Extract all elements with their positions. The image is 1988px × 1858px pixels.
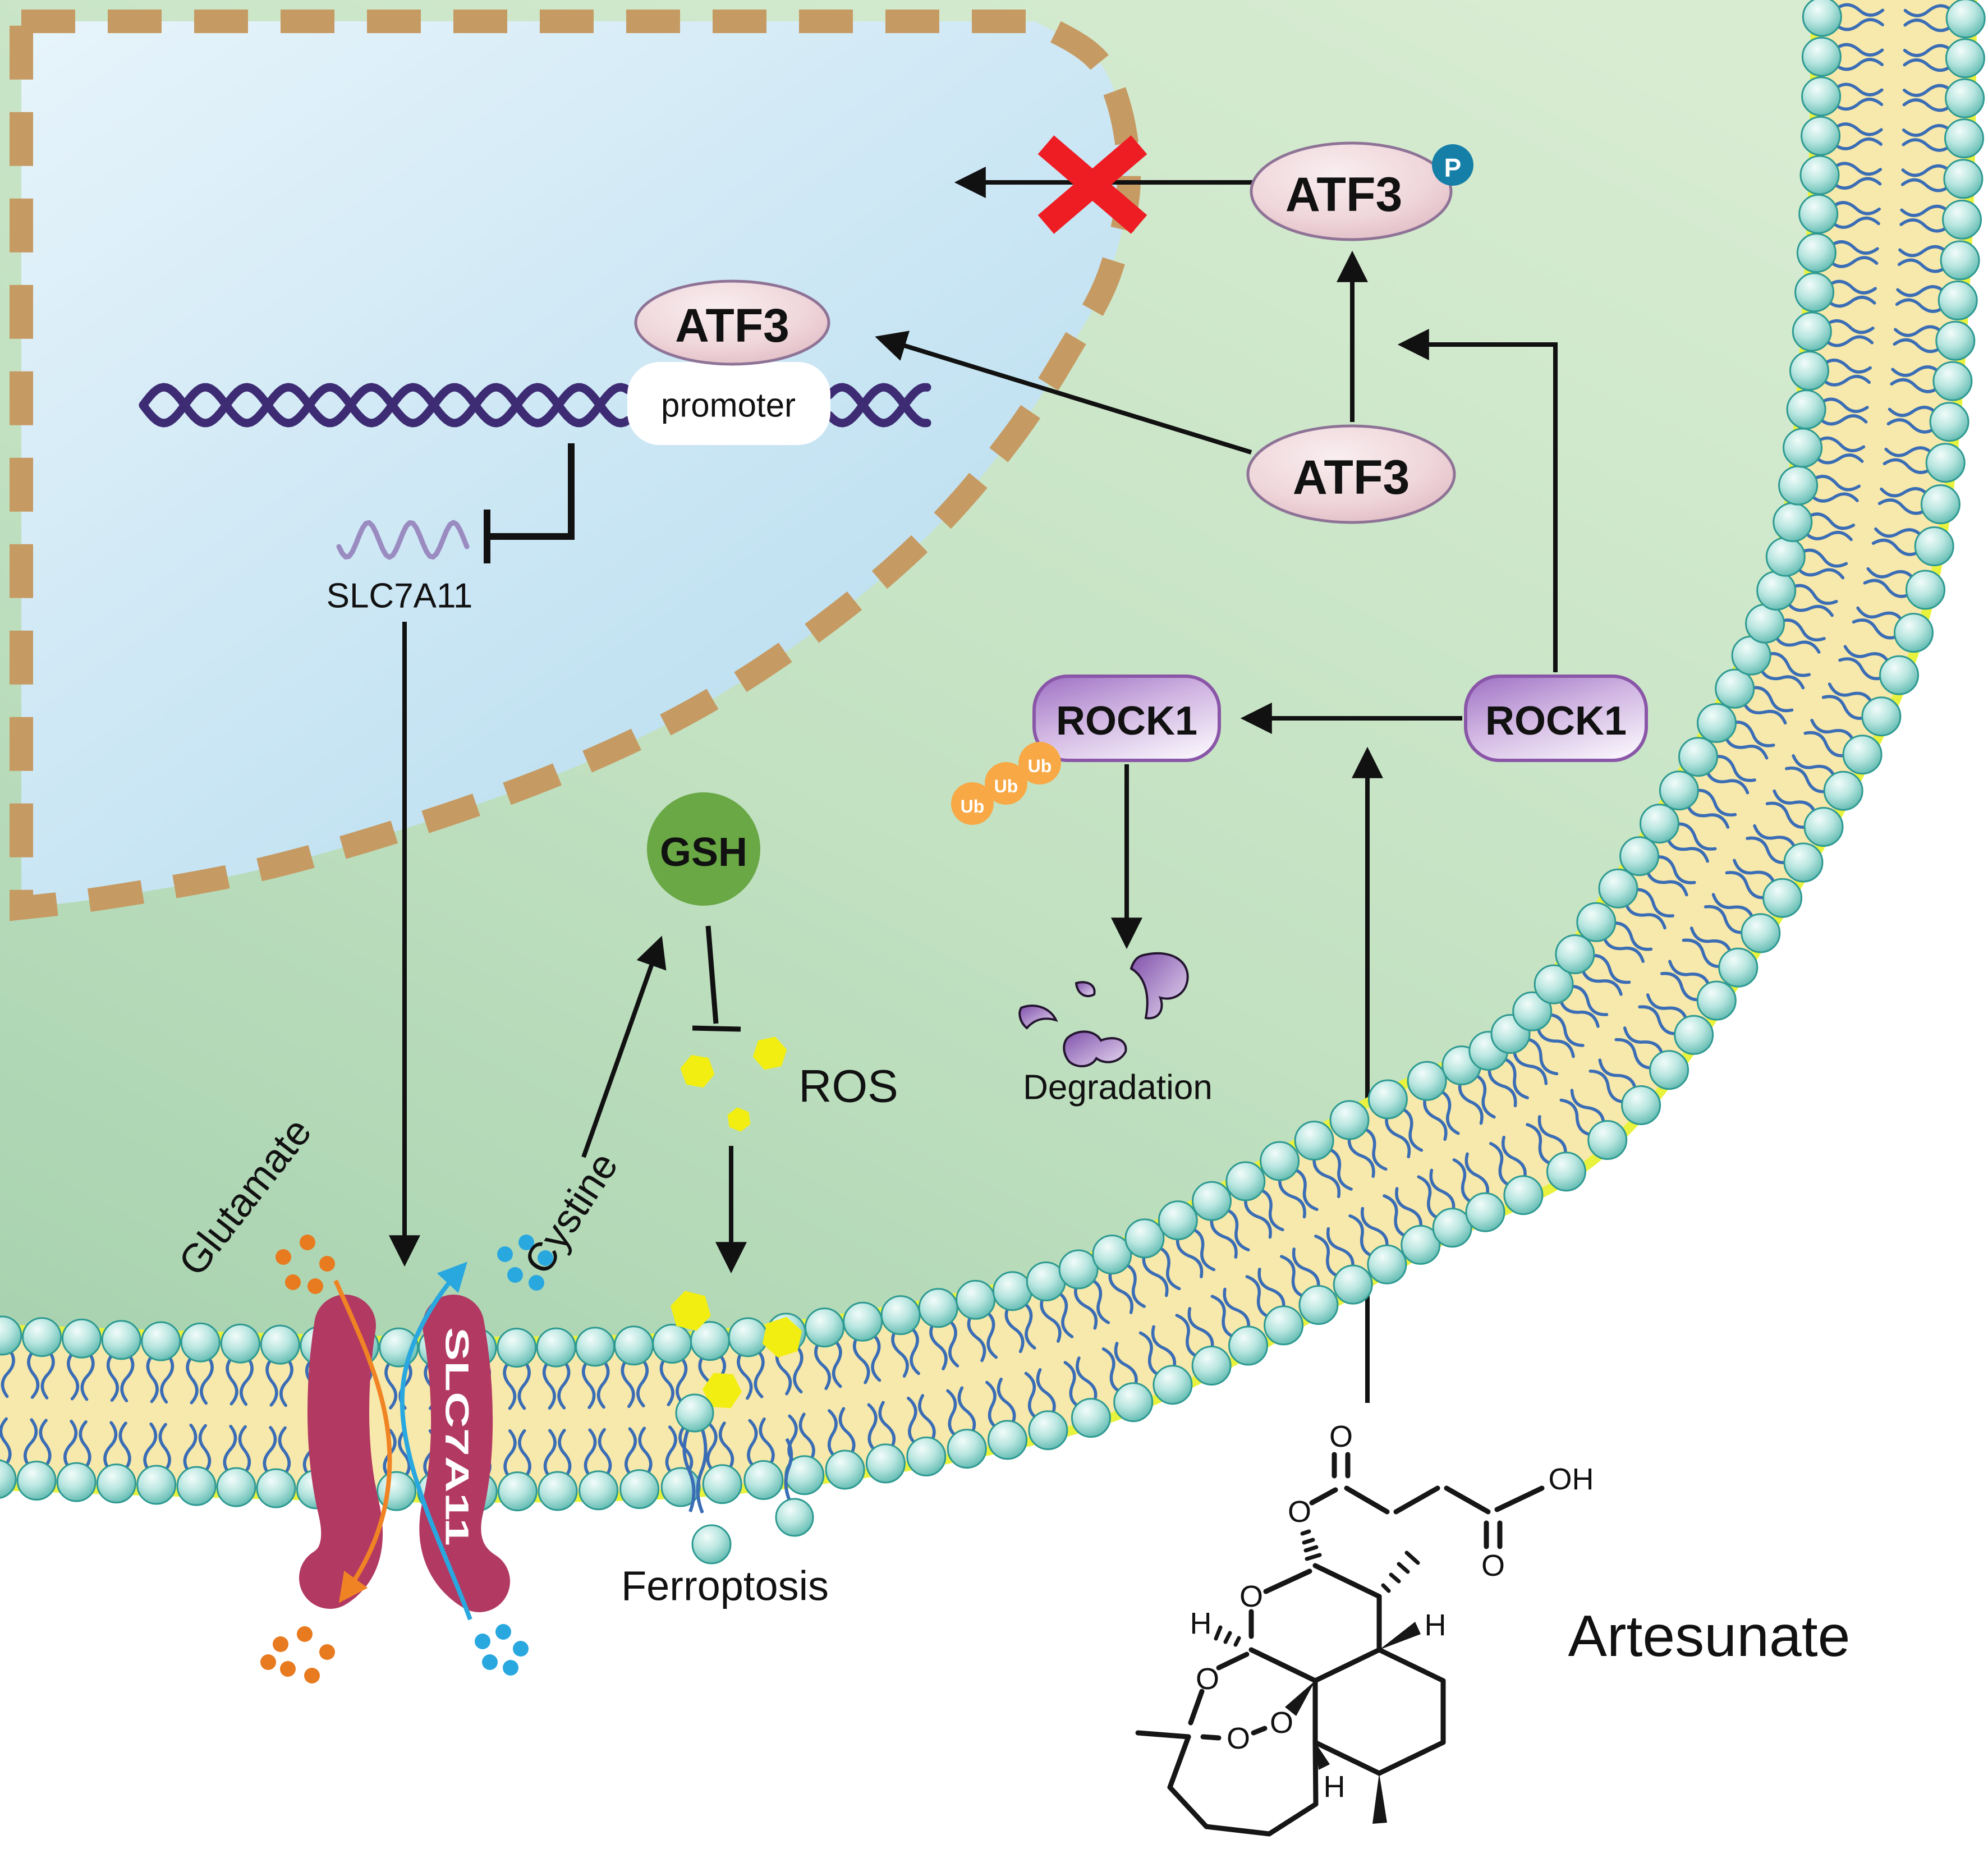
arrow-atf3-to-promoter <box>875 331 1252 455</box>
svg-text:Ub: Ub <box>994 776 1018 796</box>
atf3-cytoplasm-oval <box>1246 424 1456 524</box>
atom-label: O <box>1270 1706 1293 1740</box>
cystine-import-arrow <box>400 1261 472 1621</box>
promoter-box <box>627 362 830 445</box>
gsh-circle <box>647 792 760 906</box>
atf3-cytoplasm-label: ATF3 <box>1293 451 1410 504</box>
atom-label: H <box>1190 1607 1212 1640</box>
phospho-badge <box>1432 144 1473 186</box>
slc7a11-transporter: SLC7A11 <box>299 1295 510 1612</box>
glutamate-molecules <box>260 1235 335 1683</box>
ubiquitin-chain: Ub Ub Ub <box>951 742 1061 825</box>
degradation-label: Degradation <box>1023 1068 1213 1107</box>
detached-lipids <box>675 1393 814 1565</box>
arrow-rock1-phosphorylates-atf3 <box>1397 329 1558 672</box>
cystine-molecules <box>475 1235 553 1676</box>
slc7a11-mrna-wave <box>336 520 470 560</box>
atom-label: OH <box>1549 1462 1594 1496</box>
rock1-membrane-label: ROCK1 <box>1485 699 1627 744</box>
atf3-phospho-label: ATF3 <box>1285 168 1403 222</box>
promoter-label: promoter <box>661 387 796 424</box>
phospho-badge-label: P <box>1444 153 1462 182</box>
blocked-cross-icon <box>1037 135 1147 234</box>
arrow-cystine-to-gsh <box>581 935 667 1158</box>
rock1-ubiquitinated-box <box>1032 675 1221 762</box>
atom-label: O <box>1481 1549 1505 1582</box>
atom-label: O <box>1329 1420 1353 1453</box>
rock1-ubiquitinated-label: ROCK1 <box>1056 699 1197 744</box>
atf3-on-promoter-label: ATF3 <box>675 299 789 352</box>
glutamate-export-arrow <box>333 1279 392 1603</box>
svg-text:Ub: Ub <box>961 796 985 816</box>
atom-label: H <box>1425 1608 1447 1642</box>
atom-label: H <box>1324 1770 1346 1804</box>
gsh-inhibits-ros-tbar <box>692 925 741 1032</box>
atf3-on-promoter-oval <box>634 279 830 366</box>
glutamate-cystine-exchange <box>260 1235 553 1683</box>
rock1-membrane-box <box>1464 675 1648 762</box>
degradation-fragments <box>1018 952 1189 1068</box>
transcription-inhibition-tbar <box>484 443 575 563</box>
atom-label: O <box>1227 1722 1250 1755</box>
ros-molecules <box>680 1036 787 1132</box>
ferroptosis-label: Ferroptosis <box>621 1563 829 1609</box>
ros-in-membrane <box>671 1291 802 1409</box>
ub-circle <box>1018 742 1061 785</box>
atf3-phospho-oval <box>1250 141 1453 241</box>
artesunate-structure: O O O OH O O O O H H H <box>1135 1420 1594 1837</box>
gsh-label: GSH <box>660 830 747 875</box>
atom-label: O <box>1288 1495 1311 1529</box>
atom-label: O <box>1196 1662 1219 1696</box>
ros-label: ROS <box>798 1061 898 1112</box>
svg-text:Ub: Ub <box>1028 756 1052 776</box>
ub-circle <box>985 762 1027 805</box>
atom-label: O <box>1239 1580 1263 1613</box>
dna-double-helix <box>139 383 931 428</box>
artesunate-label: Artesunate <box>1568 1604 1851 1669</box>
transporter-label: SLC7A11 <box>439 1327 475 1546</box>
ub-circle <box>951 782 994 825</box>
slc7a11-gene-label: SLC7A11 <box>327 577 473 616</box>
